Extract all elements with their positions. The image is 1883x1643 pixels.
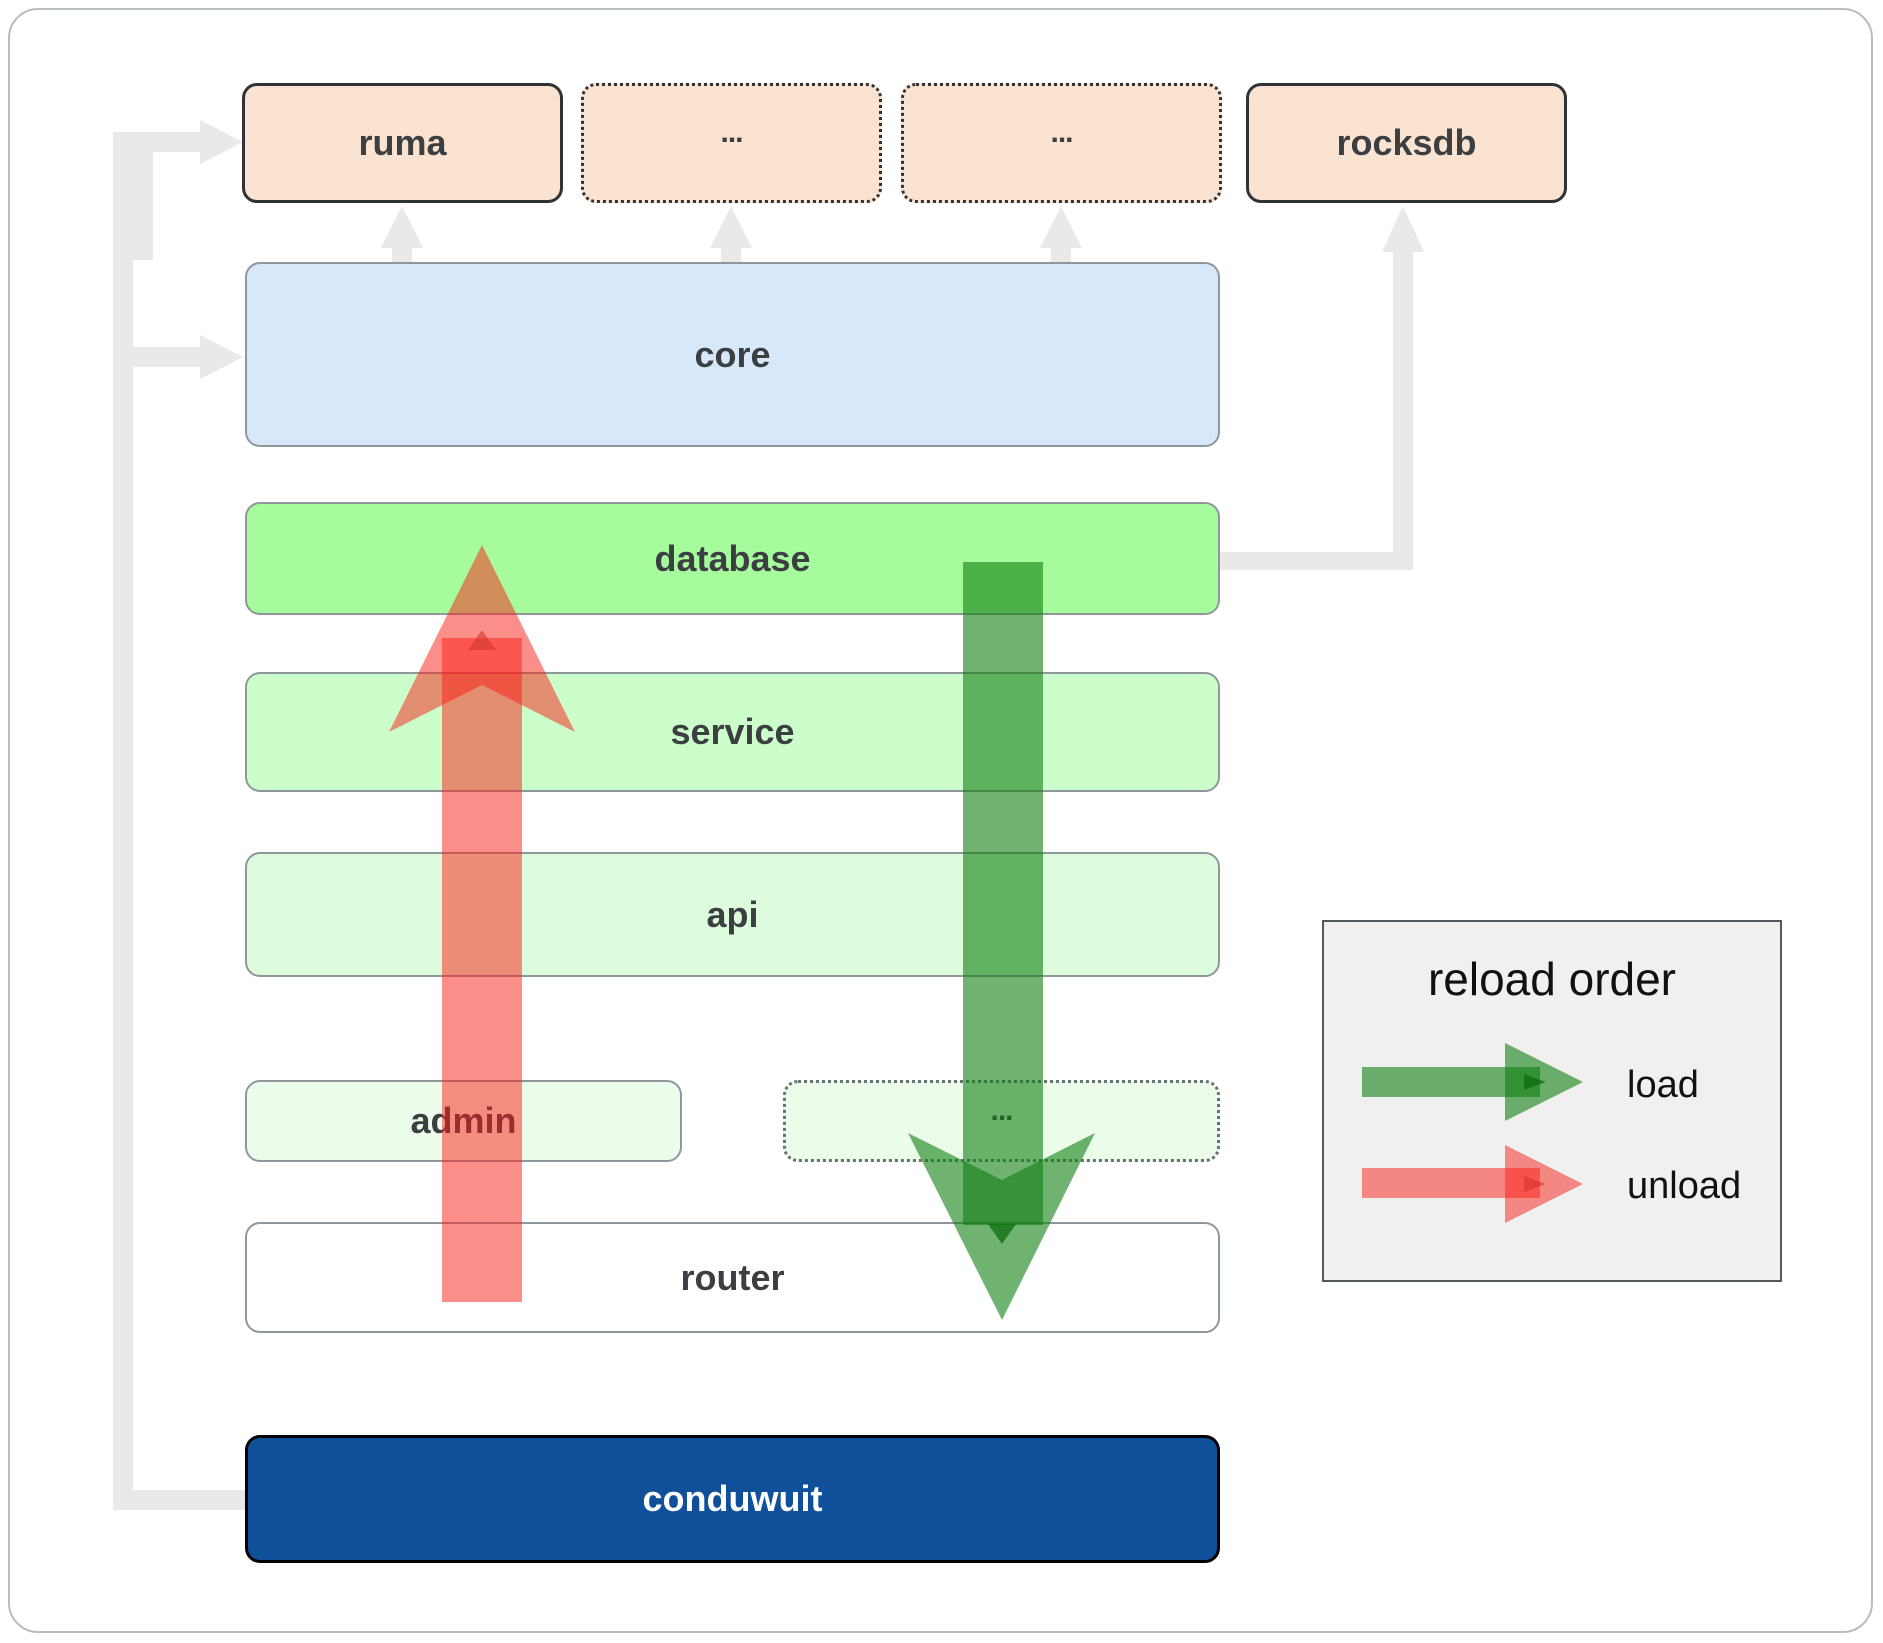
legend-panel: reload order load unload — [1322, 920, 1782, 1282]
box-router-label: router — [680, 1256, 785, 1298]
box-database: database — [245, 502, 1220, 615]
diagram-frame — [8, 8, 1873, 1633]
box-admin-dots-label: ... — [990, 1094, 1013, 1127]
legend-title: reload order — [1427, 953, 1677, 1005]
legend-load-label: load — [1627, 1064, 1699, 1106]
box-admin-label: admin — [410, 1100, 517, 1141]
box-rocksdb-label: rocksdb — [1336, 122, 1477, 163]
box-router: router — [245, 1222, 1220, 1333]
box-top-dots-1-label: ... — [720, 116, 743, 149]
box-core: core — [245, 262, 1220, 447]
box-ruma: ruma — [242, 83, 563, 203]
box-admin: admin — [245, 1080, 682, 1162]
box-core-label: core — [694, 333, 771, 375]
box-api-label: api — [706, 893, 759, 935]
box-admin-dots: ... — [783, 1080, 1220, 1162]
box-top-dots-2: ... — [901, 83, 1222, 203]
box-service-label: service — [670, 711, 795, 752]
box-conduwuit-label: conduwuit — [642, 1478, 823, 1519]
box-rocksdb: rocksdb — [1246, 83, 1567, 203]
legend-unload-label: unload — [1627, 1165, 1742, 1207]
box-service: service — [245, 672, 1220, 792]
box-top-dots-2-label: ... — [1050, 116, 1073, 149]
box-api: api — [245, 852, 1220, 977]
box-top-dots-1: ... — [581, 83, 882, 203]
box-conduwuit: conduwuit — [245, 1435, 1220, 1563]
box-database-label: database — [654, 537, 811, 579]
box-ruma-label: ruma — [358, 122, 447, 163]
